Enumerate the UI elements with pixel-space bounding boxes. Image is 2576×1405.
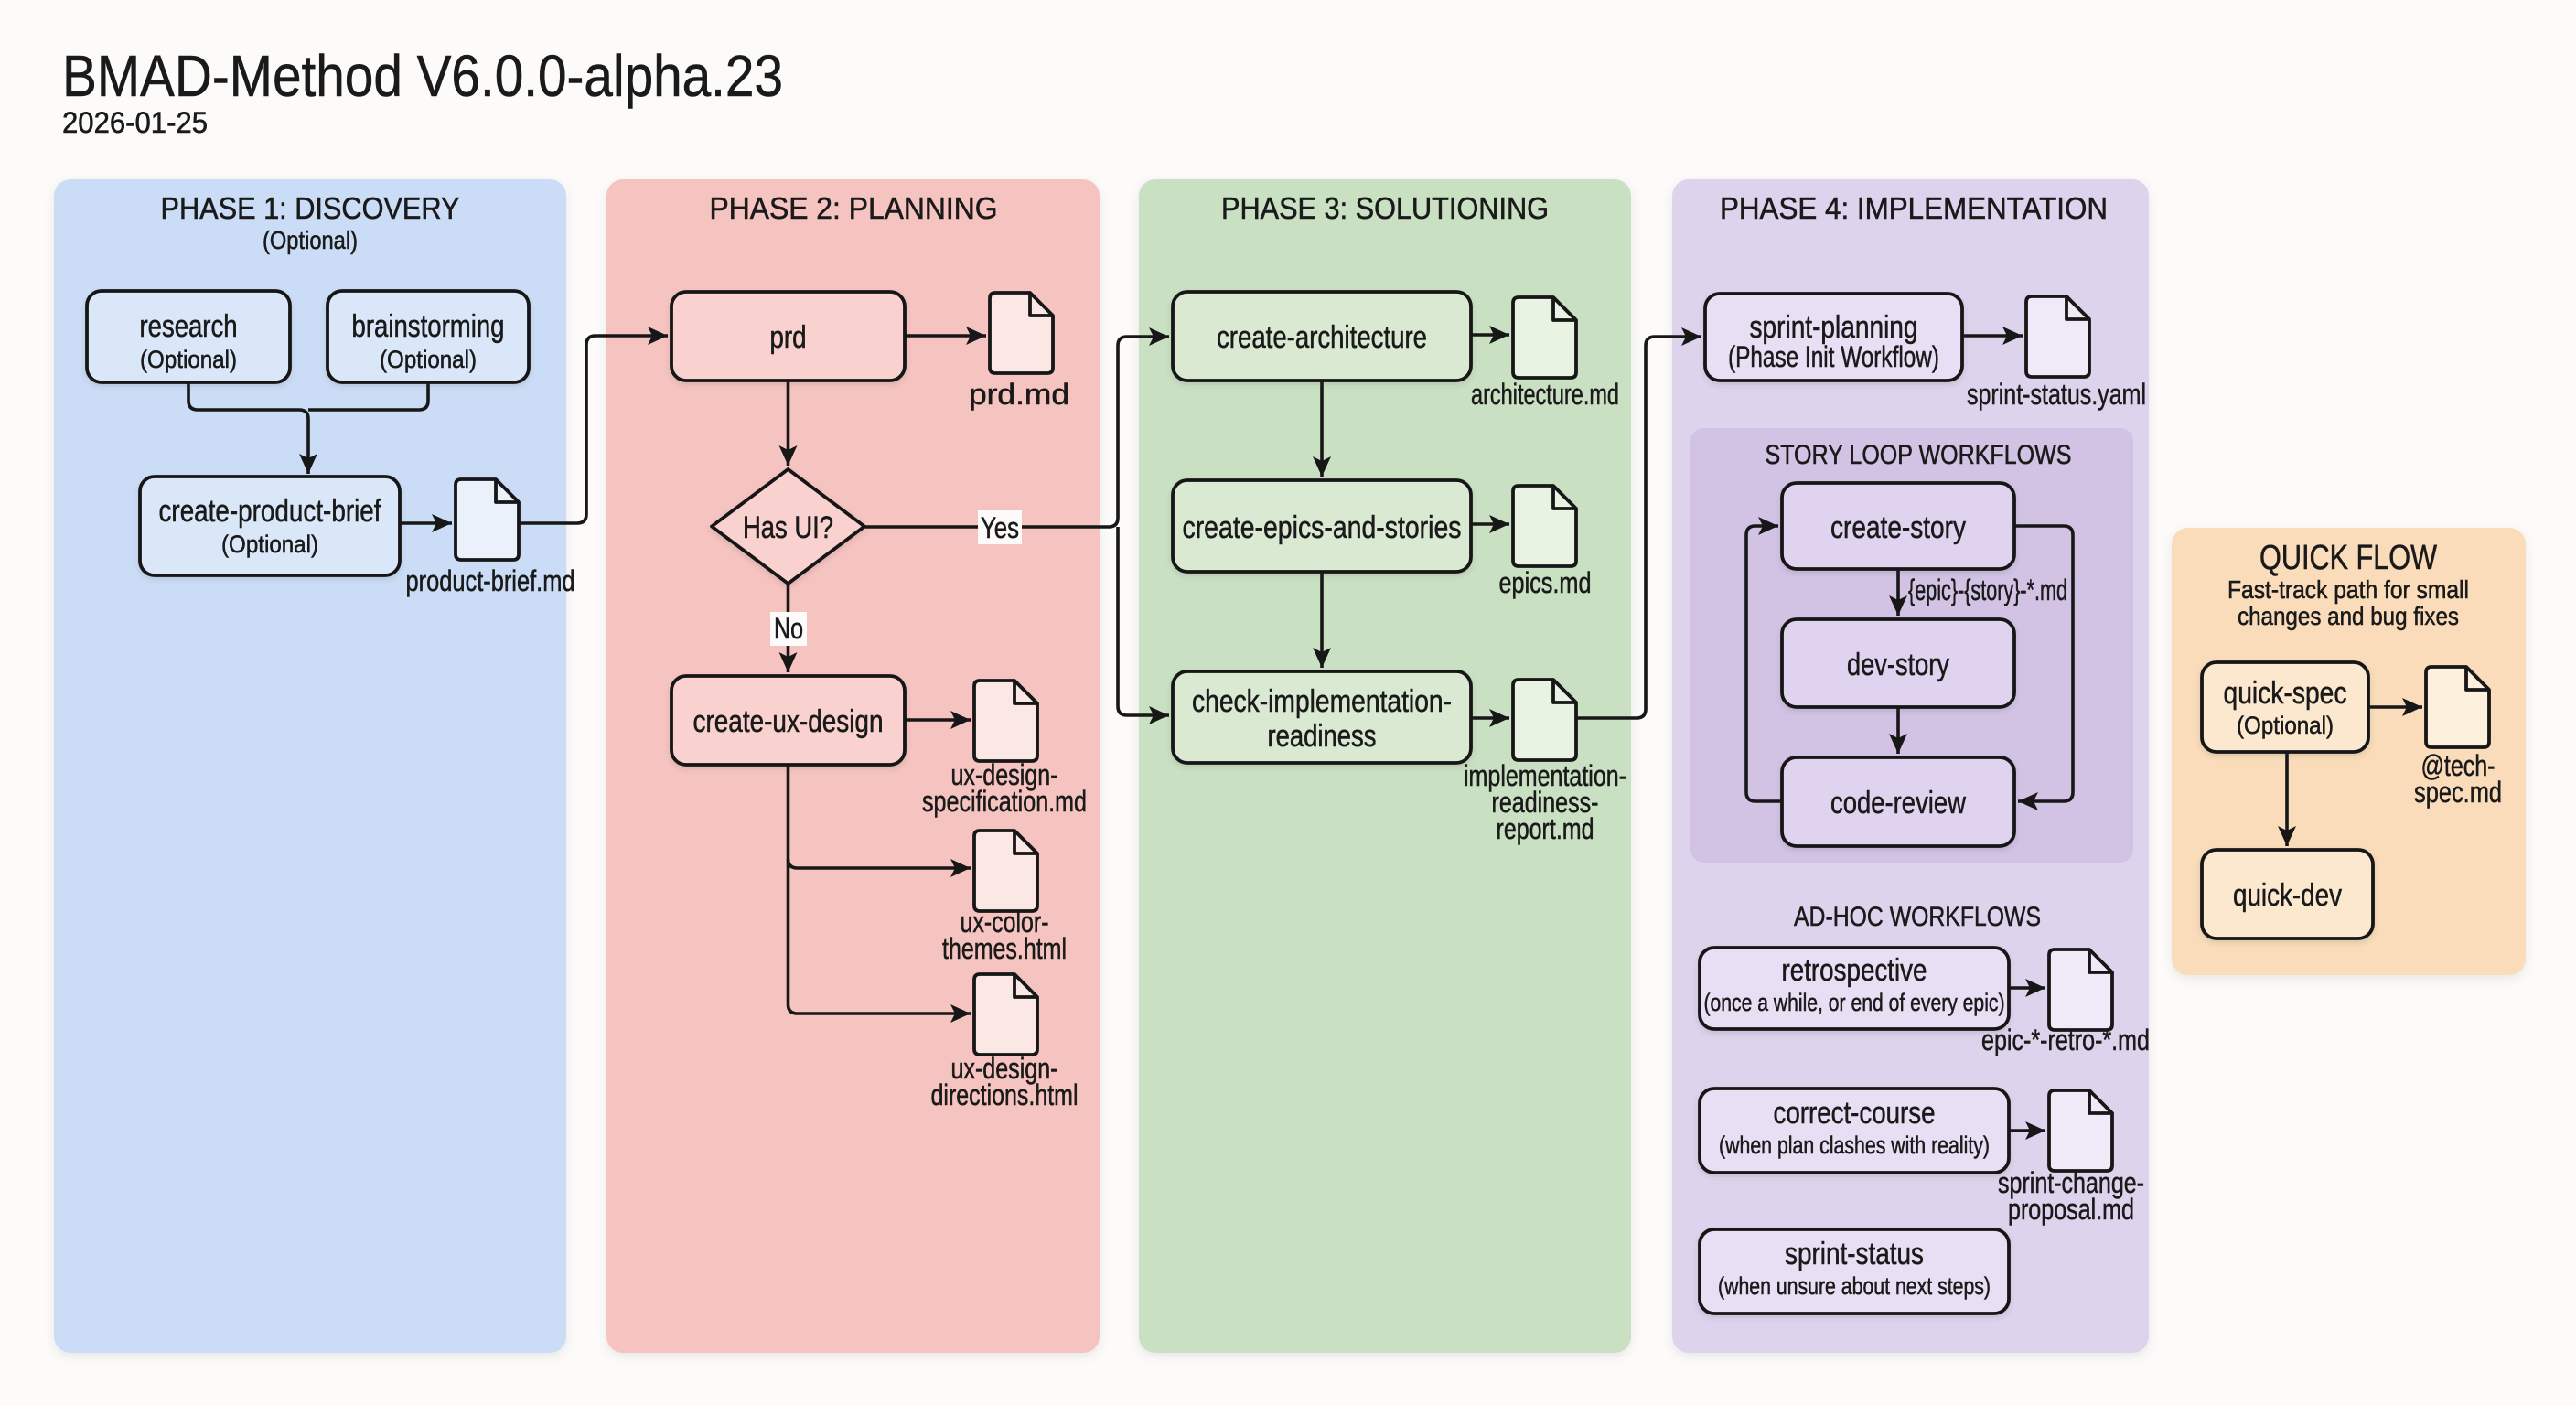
svg-text:create-architecture: create-architecture [1217,320,1427,355]
svg-text:themes.html: themes.html [942,932,1067,965]
svg-text:(when plan clashes with realit: (when plan clashes with reality) [1719,1132,1990,1159]
svg-text:2026-01-25: 2026-01-25 [62,106,208,139]
svg-text:architecture.md: architecture.md [1471,378,1619,411]
svg-text:ux-design-: ux-design- [951,758,1058,791]
svg-text:(Optional): (Optional) [263,226,358,254]
svg-text:dev-story: dev-story [1847,648,1949,682]
svg-text:create-story: create-story [1830,510,1966,545]
svg-text:create-epics-and-stories: create-epics-and-stories [1183,510,1462,545]
svg-text:code-review: code-review [1830,786,1966,820]
svg-text:PHASE 2: PLANNING: PHASE 2: PLANNING [710,191,998,225]
svg-text:research: research [140,309,238,344]
svg-text:product-brief.md: product-brief.md [406,564,575,597]
svg-text:(Phase Init Workflow): (Phase Init Workflow) [1728,340,1939,373]
svg-text:brainstorming: brainstorming [352,309,505,344]
svg-text:(Optional): (Optional) [380,346,477,373]
svg-text:specification.md: specification.md [922,785,1087,818]
svg-text:Yes: Yes [981,511,1019,544]
svg-text:BMAD-Method V6.0.0-alpha.23: BMAD-Method V6.0.0-alpha.23 [62,43,783,109]
svg-text:STORY LOOP WORKFLOWS: STORY LOOP WORKFLOWS [1766,440,2072,470]
svg-text:changes and bug fixes: changes and bug fixes [2238,602,2459,630]
svg-text:PHASE 3: SOLUTIONING: PHASE 3: SOLUTIONING [1221,191,1549,225]
svg-text:(Optional): (Optional) [221,531,318,558]
svg-text:@tech-: @tech- [2421,749,2496,782]
svg-text:AD-HOC WORKFLOWS: AD-HOC WORKFLOWS [1794,902,2041,932]
svg-text:spec.md: spec.md [2414,776,2502,809]
svg-text:proposal.md: proposal.md [2008,1193,2134,1226]
svg-text:ux-color-: ux-color- [961,906,1049,938]
svg-text:readiness-: readiness- [1492,786,1599,819]
svg-text:sprint-status: sprint-status [1785,1237,1924,1271]
svg-text:(Optional): (Optional) [2237,712,2334,739]
svg-text:No: No [774,612,803,645]
svg-text:create-ux-design: create-ux-design [693,704,884,739]
svg-text:prd: prd [770,320,807,355]
svg-text:(when unsure about next steps): (when unsure about next steps) [1718,1272,1991,1300]
svg-text:quick-dev: quick-dev [2233,878,2342,913]
svg-text:Has UI?: Has UI? [743,510,833,545]
svg-text:(Optional): (Optional) [140,346,237,373]
svg-text:implementation-: implementation- [1464,759,1626,792]
svg-text:directions.html: directions.html [931,1078,1079,1111]
svg-text:quick-spec: quick-spec [2224,676,2347,711]
svg-text:{epic}-{story}-*.md: {epic}-{story}-*.md [1908,574,2067,606]
svg-text:epics.md: epics.md [1499,566,1592,599]
svg-text:epic-*-retro-*.md: epic-*-retro-*.md [1981,1024,2150,1056]
svg-text:QUICK FLOW: QUICK FLOW [2259,539,2437,577]
svg-text:readiness: readiness [1268,719,1377,754]
svg-text:PHASE 1: DISCOVERY: PHASE 1: DISCOVERY [161,191,460,225]
svg-text:sprint-change-: sprint-change- [1998,1166,2144,1199]
svg-text:correct-course: correct-course [1774,1096,1936,1131]
svg-text:create-product-brief: create-product-brief [159,494,381,529]
svg-text:sprint-status.yaml: sprint-status.yaml [1967,378,2146,411]
svg-text:Fast-track path for small: Fast-track path for small [2227,575,2469,604]
svg-text:prd.md: prd.md [969,378,1069,411]
svg-text:check-implementation-: check-implementation- [1192,684,1452,719]
svg-text:sprint-planning: sprint-planning [1750,310,1918,345]
svg-text:retrospective: retrospective [1782,953,1927,988]
svg-text:ux-design-: ux-design- [951,1052,1058,1085]
svg-text:report.md: report.md [1497,812,1594,845]
svg-text:(once a while, or end of every: (once a while, or end of every epic) [1704,989,2005,1016]
svg-text:PHASE 4: IMPLEMENTATION: PHASE 4: IMPLEMENTATION [1720,191,2108,225]
